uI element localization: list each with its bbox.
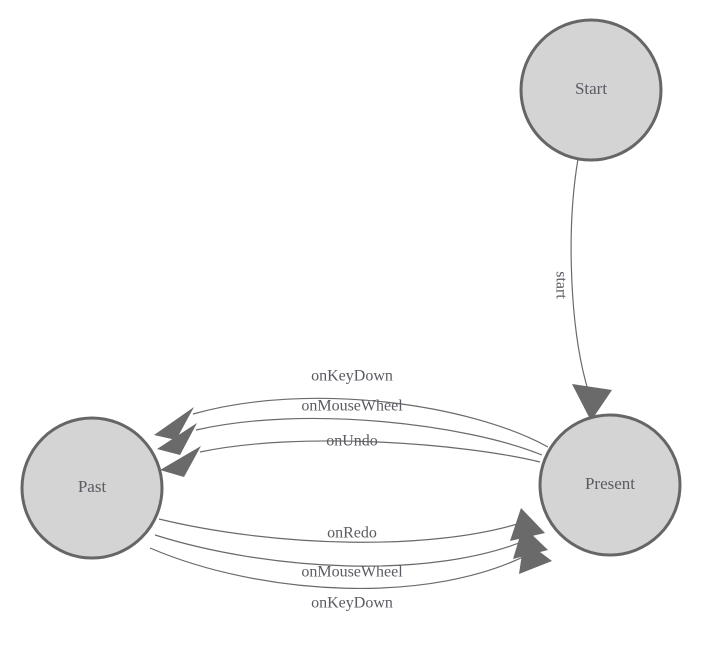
edge-present-to-past-onmousewheel-arrowhead	[157, 423, 197, 455]
edge-present-to-past-onkeydown[interactable]: onKeyDown	[154, 368, 549, 448]
edge-past-to-present-onmousewheel-arrowhead	[513, 526, 548, 559]
edge-present-to-past-onundo[interactable]: onUndo	[160, 433, 541, 477]
node-past-label: Past	[78, 477, 107, 496]
edge-past-to-present-onkeydown-arrowhead	[519, 540, 552, 574]
node-past-circle	[20, 416, 164, 560]
edge-past-to-present-onmousewheel[interactable]: onMouseWheel	[154, 526, 548, 581]
node-start-label: Start	[575, 79, 607, 98]
edge-past-to-present-onmousewheel-path	[154, 534, 530, 567]
edge-present-to-past-onmousewheel-path	[195, 417, 543, 456]
edge-label-present-past-onundo: onUndo	[326, 433, 378, 450]
edge-label-present-past-onmousewheel: onMouseWheel	[301, 398, 403, 415]
edge-past-to-present-onredo[interactable]: onRedo	[158, 508, 545, 543]
edge-label-start: start	[552, 271, 569, 299]
node-start-circle	[519, 18, 663, 162]
edge-present-to-past-onmousewheel[interactable]: onMouseWheel	[157, 398, 543, 456]
edge-label-past-present-onmousewheel: onMouseWheel	[301, 564, 403, 581]
edge-past-to-present-onkeydown-path	[149, 547, 534, 590]
node-start[interactable]: Start	[519, 18, 663, 162]
edge-start-to-present-path	[570, 158, 589, 391]
edge-present-to-past-onundo-path	[199, 440, 541, 463]
edge-past-to-present-onkeydown[interactable]: onKeyDown	[149, 540, 552, 612]
edge-present-to-past-onkeydown-path	[192, 397, 549, 448]
node-past[interactable]: Past	[20, 416, 164, 560]
edge-start-to-present[interactable]: start	[552, 158, 612, 421]
edge-past-to-present-onredo-path	[158, 518, 528, 543]
node-present[interactable]: Present	[538, 413, 682, 557]
edge-present-to-past-onundo-arrowhead	[160, 446, 201, 477]
node-present-circle	[538, 413, 682, 557]
edge-label-present-past-onkeydown: onKeyDown	[311, 368, 393, 385]
node-present-label: Present	[585, 474, 635, 493]
edge-past-to-present-onredo-arrowhead	[510, 508, 545, 541]
edge-start-to-present-arrowhead	[572, 384, 612, 421]
edge-present-to-past-onkeydown-arrowhead	[154, 407, 194, 440]
edge-label-past-present-onkeydown: onKeyDown	[311, 595, 393, 612]
edge-label-past-present-onredo: onRedo	[327, 525, 377, 542]
